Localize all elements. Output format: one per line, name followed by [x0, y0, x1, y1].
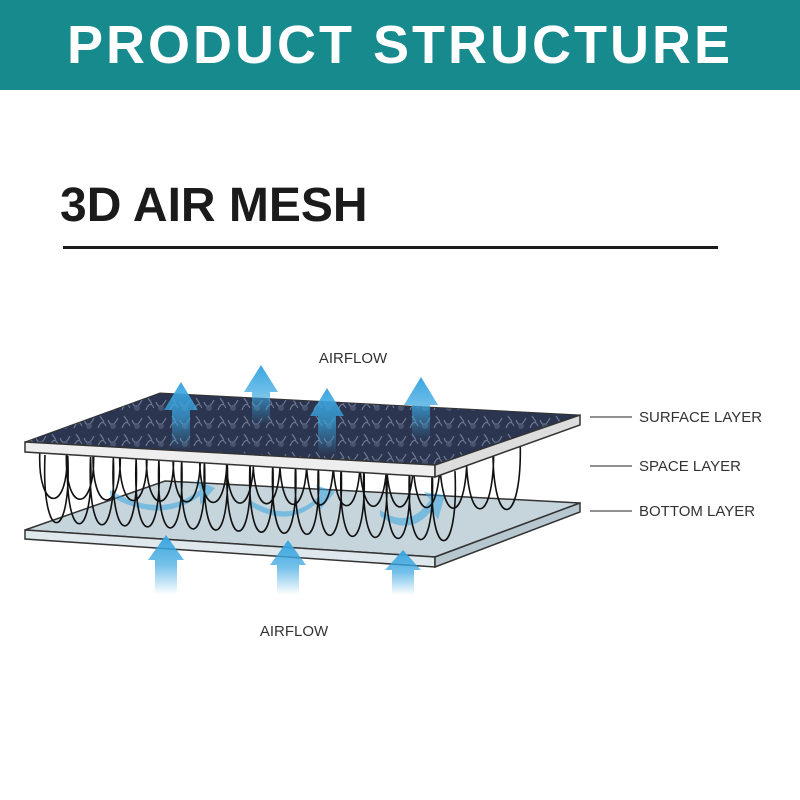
arrow-up-icon: [310, 388, 344, 455]
banner-title: PRODUCT STRUCTURE: [67, 15, 733, 75]
space-layer-label: SPACE LAYER: [639, 458, 741, 475]
arrow-up-icon: [164, 382, 198, 450]
title-divider: [63, 246, 718, 249]
arrow-up-icon: [385, 550, 421, 595]
header-banner: PRODUCT STRUCTURE: [0, 0, 800, 90]
arrow-up-icon: [270, 540, 306, 595]
airflow-top-label: AIRFLOW: [319, 350, 388, 367]
bottom-layer-label: BOTTOM LAYER: [639, 503, 755, 520]
section-title: 3D AIR MESH: [60, 179, 368, 232]
arrow-up-icon: [148, 535, 184, 595]
airflow-up-arrows-top: [164, 365, 438, 455]
arrow-up-icon: [404, 377, 438, 440]
layer-labels: SURFACE LAYER SPACE LAYER BOTTOM LAYER: [590, 409, 762, 520]
airflow-up-arrows-bottom: [148, 535, 421, 595]
airflow-bottom-label: AIRFLOW: [260, 623, 329, 640]
surface-layer-label: SURFACE LAYER: [639, 409, 762, 426]
arrow-up-icon: [244, 365, 278, 425]
surface-layer: [24, 392, 581, 479]
